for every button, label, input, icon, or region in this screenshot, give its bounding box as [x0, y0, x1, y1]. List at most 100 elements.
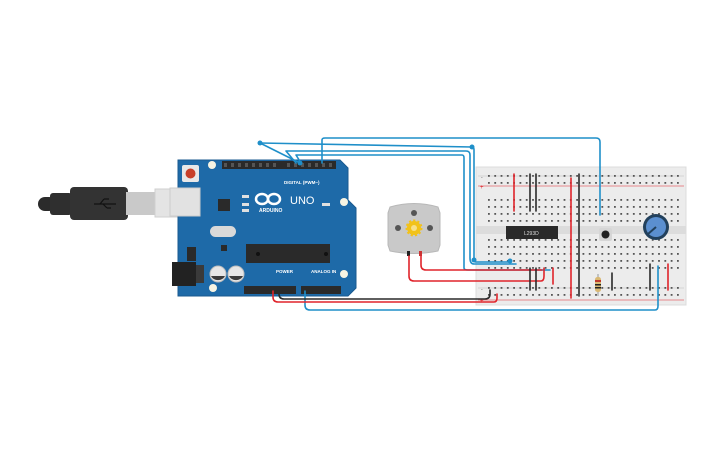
l293d-chip[interactable]: L293D	[506, 226, 558, 239]
breadboard-hole[interactable]	[658, 182, 660, 184]
breadboard-hole[interactable]	[500, 206, 503, 208]
breadboard-hole[interactable]	[551, 213, 553, 215]
breadboard-hole[interactable]	[538, 260, 541, 262]
breadboard-hole[interactable]	[544, 175, 547, 177]
breadboard-hole[interactable]	[658, 175, 660, 177]
header-pin[interactable]	[224, 163, 227, 167]
breadboard-hole[interactable]	[538, 220, 541, 222]
wire-junction[interactable]	[507, 258, 513, 264]
breadboard-hole[interactable]	[626, 175, 629, 177]
breadboard-hole[interactable]	[595, 182, 597, 184]
breadboard-hole[interactable]	[506, 206, 509, 208]
breadboard-hole[interactable]	[595, 175, 597, 177]
breadboard-hole[interactable]	[557, 287, 560, 289]
breadboard-hole[interactable]	[595, 294, 597, 296]
breadboard-hole[interactable]	[645, 199, 648, 201]
breadboard-hole[interactable]	[532, 182, 534, 184]
breadboard-hole[interactable]	[645, 182, 648, 184]
breadboard-hole[interactable]	[632, 199, 635, 201]
wire-junction[interactable]	[469, 144, 475, 150]
breadboard-hole[interactable]	[588, 182, 591, 184]
breadboard-hole[interactable]	[658, 239, 660, 241]
breadboard-hole[interactable]	[551, 246, 553, 248]
breadboard-hole[interactable]	[639, 260, 641, 262]
breadboard-hole[interactable]	[544, 246, 547, 248]
breadboard-hole[interactable]	[645, 246, 648, 248]
breadboard-hole[interactable]	[607, 220, 610, 222]
breadboard-hole[interactable]	[506, 294, 509, 296]
breadboard-hole[interactable]	[626, 253, 629, 255]
breadboard-hole[interactable]	[525, 175, 528, 177]
breadboard-hole[interactable]	[670, 213, 673, 215]
breadboard-hole[interactable]	[488, 175, 490, 177]
breadboard-hole[interactable]	[632, 246, 635, 248]
breadboard-hole[interactable]	[557, 253, 560, 255]
breadboard-hole[interactable]	[607, 260, 610, 262]
breadboard-hole[interactable]	[576, 182, 578, 184]
breadboard-hole[interactable]	[639, 239, 641, 241]
breadboard-hole[interactable]	[563, 199, 566, 201]
breadboard-hole[interactable]	[494, 267, 497, 269]
breadboard-hole[interactable]	[595, 199, 597, 201]
breadboard-hole[interactable]	[544, 294, 547, 296]
breadboard-hole[interactable]	[601, 294, 604, 296]
breadboard-hole[interactable]	[651, 206, 654, 208]
breadboard-hole[interactable]	[557, 239, 560, 241]
breadboard-hole[interactable]	[544, 287, 547, 289]
breadboard-hole[interactable]	[519, 260, 522, 262]
breadboard-hole[interactable]	[677, 182, 679, 184]
header-pin[interactable]	[266, 163, 269, 167]
breadboard-hole[interactable]	[532, 260, 534, 262]
breadboard-hole[interactable]	[607, 294, 610, 296]
breadboard-hole[interactable]	[488, 294, 490, 296]
breadboard-hole[interactable]	[500, 213, 503, 215]
breadboard-hole[interactable]	[576, 239, 578, 241]
breadboard-hole[interactable]	[651, 260, 654, 262]
breadboard-hole[interactable]	[601, 206, 604, 208]
breadboard-hole[interactable]	[576, 260, 578, 262]
header-pin[interactable]	[315, 163, 318, 167]
breadboard-hole[interactable]	[607, 246, 610, 248]
wire-black[interactable]	[278, 289, 491, 300]
breadboard-hole[interactable]	[551, 239, 553, 241]
breadboard-hole[interactable]	[658, 267, 660, 269]
breadboard-hole[interactable]	[494, 220, 497, 222]
breadboard-hole[interactable]	[645, 213, 648, 215]
breadboard-hole[interactable]	[632, 294, 635, 296]
breadboard-hole[interactable]	[639, 294, 641, 296]
breadboard-hole[interactable]	[500, 239, 503, 241]
breadboard-hole[interactable]	[670, 175, 673, 177]
breadboard-hole[interactable]	[588, 213, 591, 215]
breadboard-hole[interactable]	[651, 213, 654, 215]
breadboard-hole[interactable]	[677, 213, 679, 215]
breadboard-hole[interactable]	[488, 239, 490, 241]
breadboard-hole[interactable]	[544, 182, 547, 184]
breadboard-hole[interactable]	[525, 287, 528, 289]
breadboard-hole[interactable]	[588, 246, 591, 248]
breadboard-hole[interactable]	[639, 253, 641, 255]
breadboard-hole[interactable]	[488, 246, 490, 248]
breadboard-hole[interactable]	[532, 253, 534, 255]
breadboard-hole[interactable]	[488, 213, 490, 215]
breadboard-hole[interactable]	[639, 175, 641, 177]
breadboard-hole[interactable]	[582, 213, 585, 215]
breadboard-hole[interactable]	[632, 287, 635, 289]
breadboard-hole[interactable]	[620, 267, 623, 269]
breadboard-hole[interactable]	[664, 239, 667, 241]
breadboard-hole[interactable]	[620, 175, 623, 177]
breadboard-hole[interactable]	[513, 246, 515, 248]
breadboard-hole[interactable]	[525, 260, 528, 262]
breadboard-hole[interactable]	[519, 199, 522, 201]
header-pin[interactable]	[322, 163, 325, 167]
breadboard-hole[interactable]	[488, 260, 490, 262]
breadboard-hole[interactable]	[614, 213, 616, 215]
breadboard-hole[interactable]	[525, 253, 528, 255]
breadboard-hole[interactable]	[595, 267, 597, 269]
breadboard-hole[interactable]	[513, 213, 515, 215]
breadboard-hole[interactable]	[551, 206, 553, 208]
breadboard-hole[interactable]	[494, 199, 497, 201]
breadboard-hole[interactable]	[658, 213, 660, 215]
breadboard-hole[interactable]	[632, 206, 635, 208]
breadboard-hole[interactable]	[551, 182, 553, 184]
breadboard-hole[interactable]	[664, 175, 667, 177]
